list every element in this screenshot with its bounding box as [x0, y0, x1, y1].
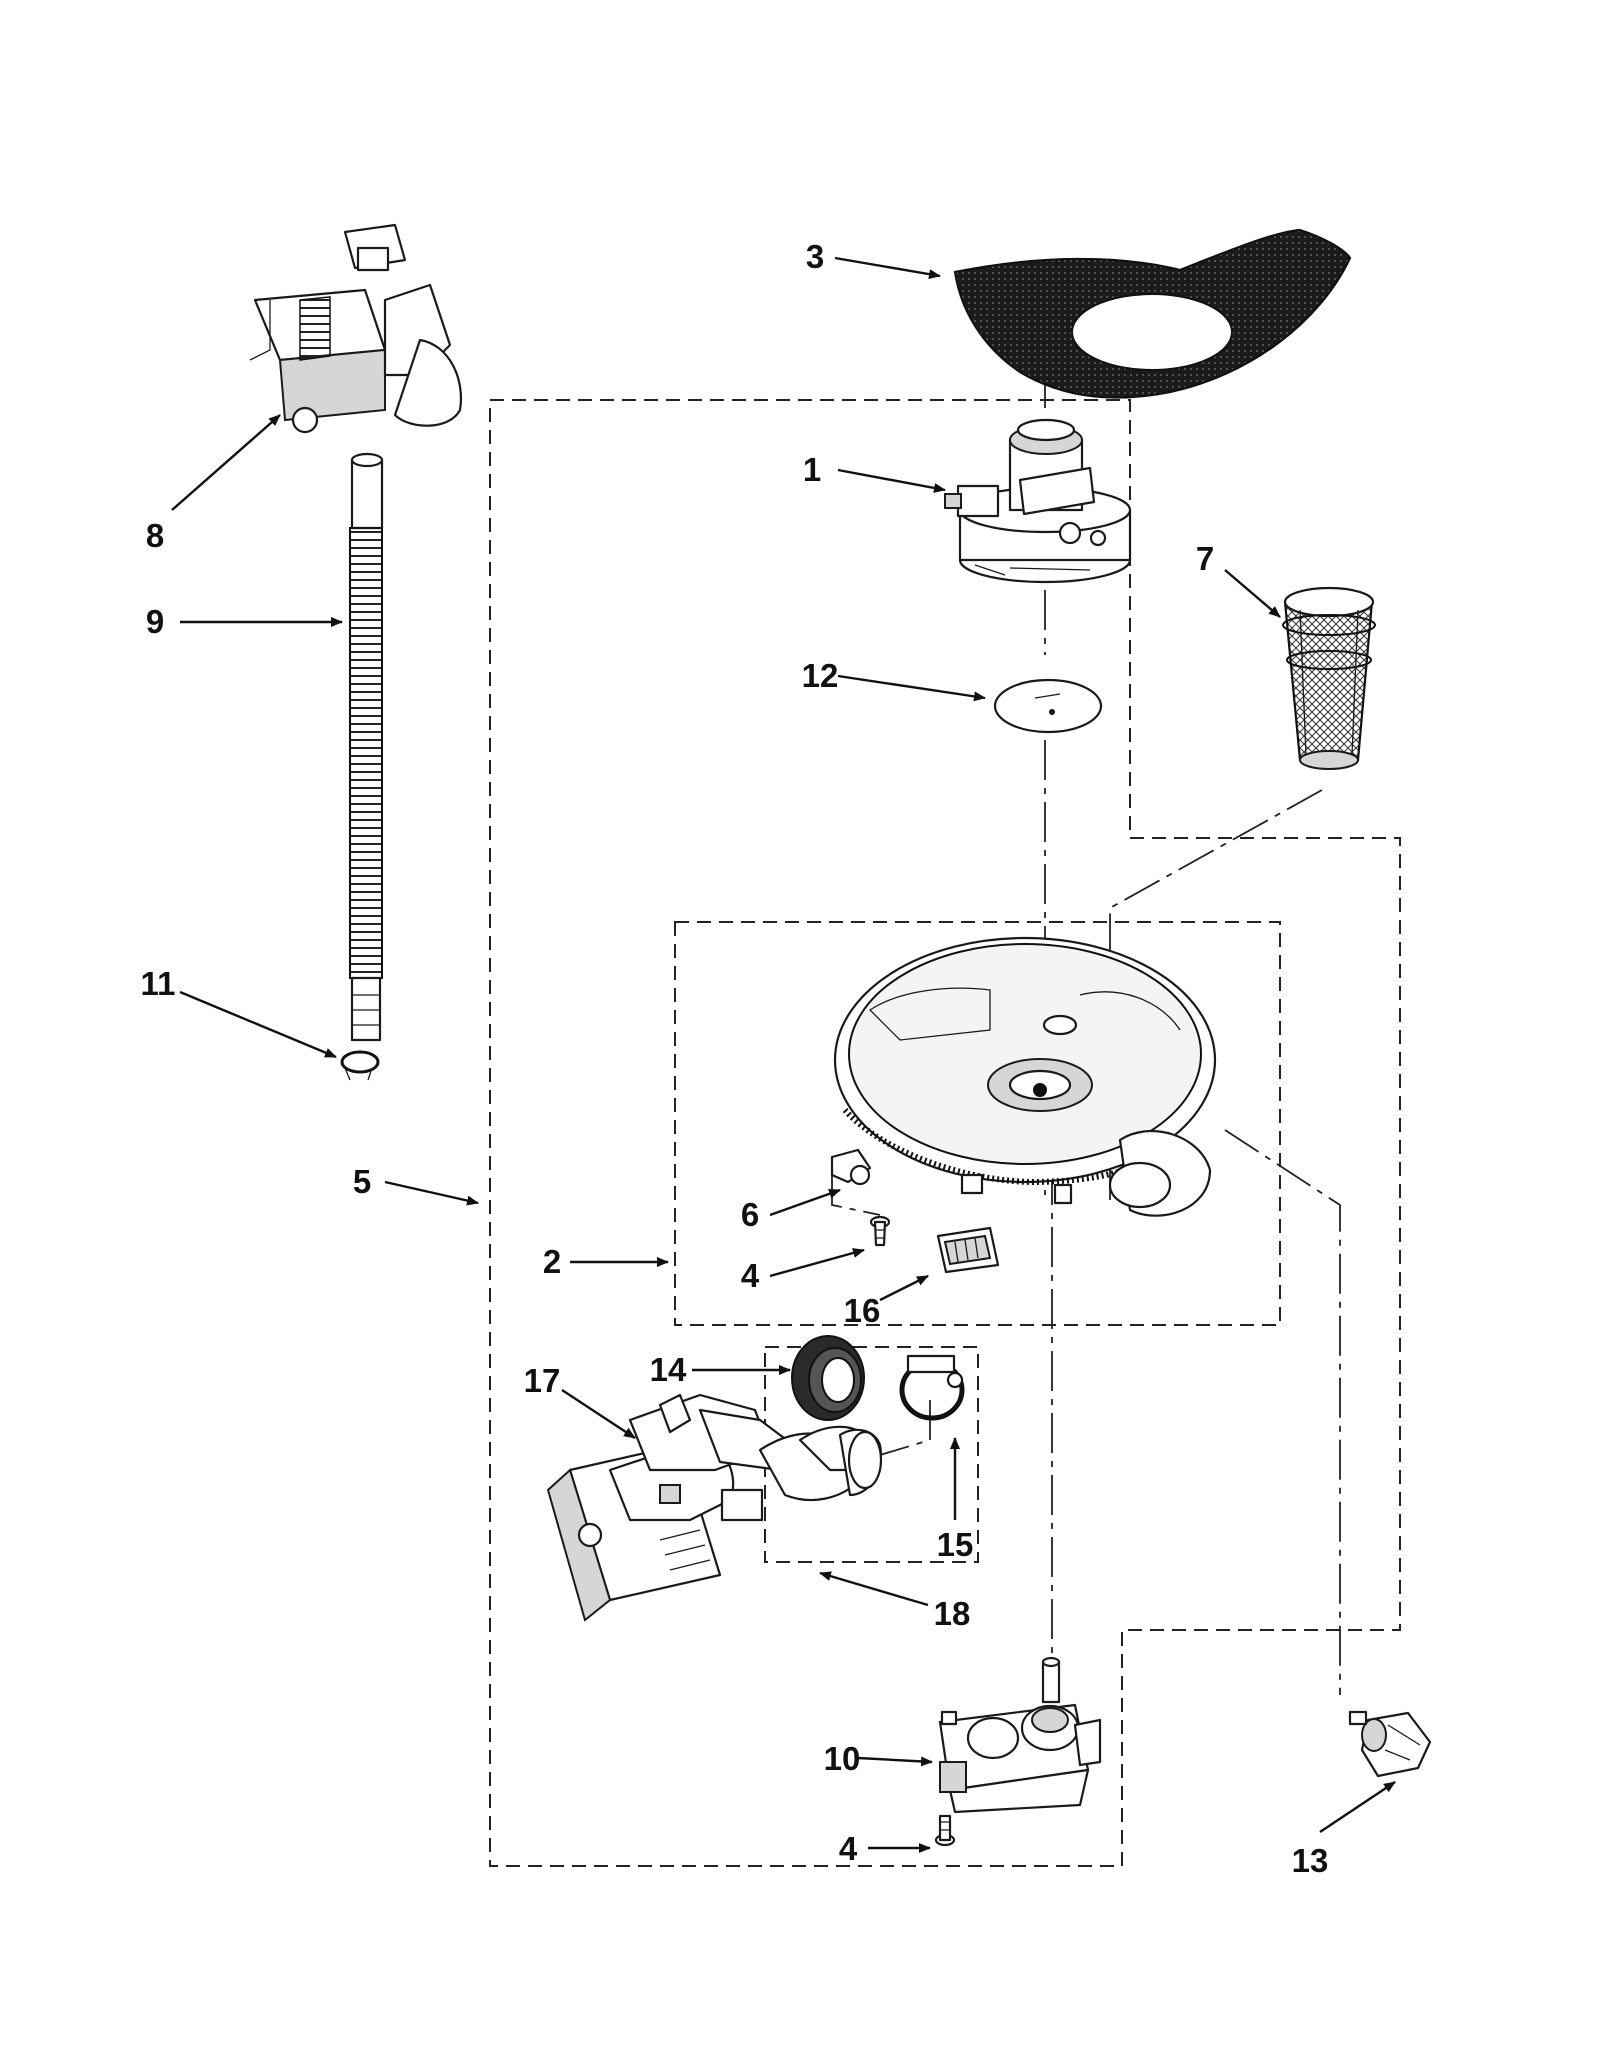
- callout-6: 6: [741, 1196, 759, 1233]
- part-1-manifold: [944, 418, 1132, 584]
- leader-lines: [171, 256, 1396, 1853]
- assembly-outline-18: [764, 1346, 979, 1563]
- part-2-sump: [833, 936, 1217, 1217]
- part-8-drain-pump: [249, 223, 463, 434]
- part-4-screw-lower: [934, 1814, 956, 1847]
- part-9-hose: [349, 452, 384, 1042]
- callout-11: 11: [141, 965, 176, 1002]
- callout-3: 3: [806, 238, 824, 275]
- callout-1: 1: [803, 451, 821, 488]
- part-6-bracket: [830, 1148, 872, 1186]
- callout-8: 8: [146, 517, 164, 554]
- callout-5: 5: [353, 1163, 371, 1200]
- part-16-connector: [936, 1226, 1000, 1274]
- callout-labels: 1 2 3 4 4 5 6 7 8 9 10 11 12 13 14 15 16…: [141, 238, 1329, 1879]
- assembly-outline-5: [489, 399, 1401, 1867]
- callout-16: 16: [844, 1292, 881, 1329]
- callout-9: 9: [146, 603, 164, 640]
- callout-10: 10: [824, 1740, 861, 1777]
- part-12-plate: [993, 678, 1103, 734]
- callout-18: 18: [934, 1595, 971, 1632]
- part-3-shield: [953, 228, 1352, 399]
- callout-4-upper: 4: [741, 1257, 760, 1294]
- part-15-hose-clamp: [899, 1354, 965, 1421]
- callout-15: 15: [937, 1526, 974, 1563]
- part-14-seal: [791, 1335, 865, 1421]
- callout-4-lower: 4: [839, 1830, 858, 1867]
- part-4-screw-upper: [869, 1215, 891, 1247]
- callout-17: 17: [524, 1362, 561, 1399]
- callout-7: 7: [1196, 540, 1214, 577]
- part-11-clamp: [340, 1050, 380, 1081]
- callout-12: 12: [802, 657, 839, 694]
- part-10-diverter: [938, 1656, 1102, 1814]
- part-7-filter: [1282, 586, 1376, 770]
- part-17-circulation-pump: [546, 1393, 883, 1622]
- callout-14: 14: [650, 1351, 687, 1388]
- assembly-outline-2: [674, 921, 1281, 1326]
- part-13-sensor: [1348, 1710, 1432, 1778]
- callout-2: 2: [543, 1243, 561, 1280]
- callout-13: 13: [1292, 1842, 1329, 1879]
